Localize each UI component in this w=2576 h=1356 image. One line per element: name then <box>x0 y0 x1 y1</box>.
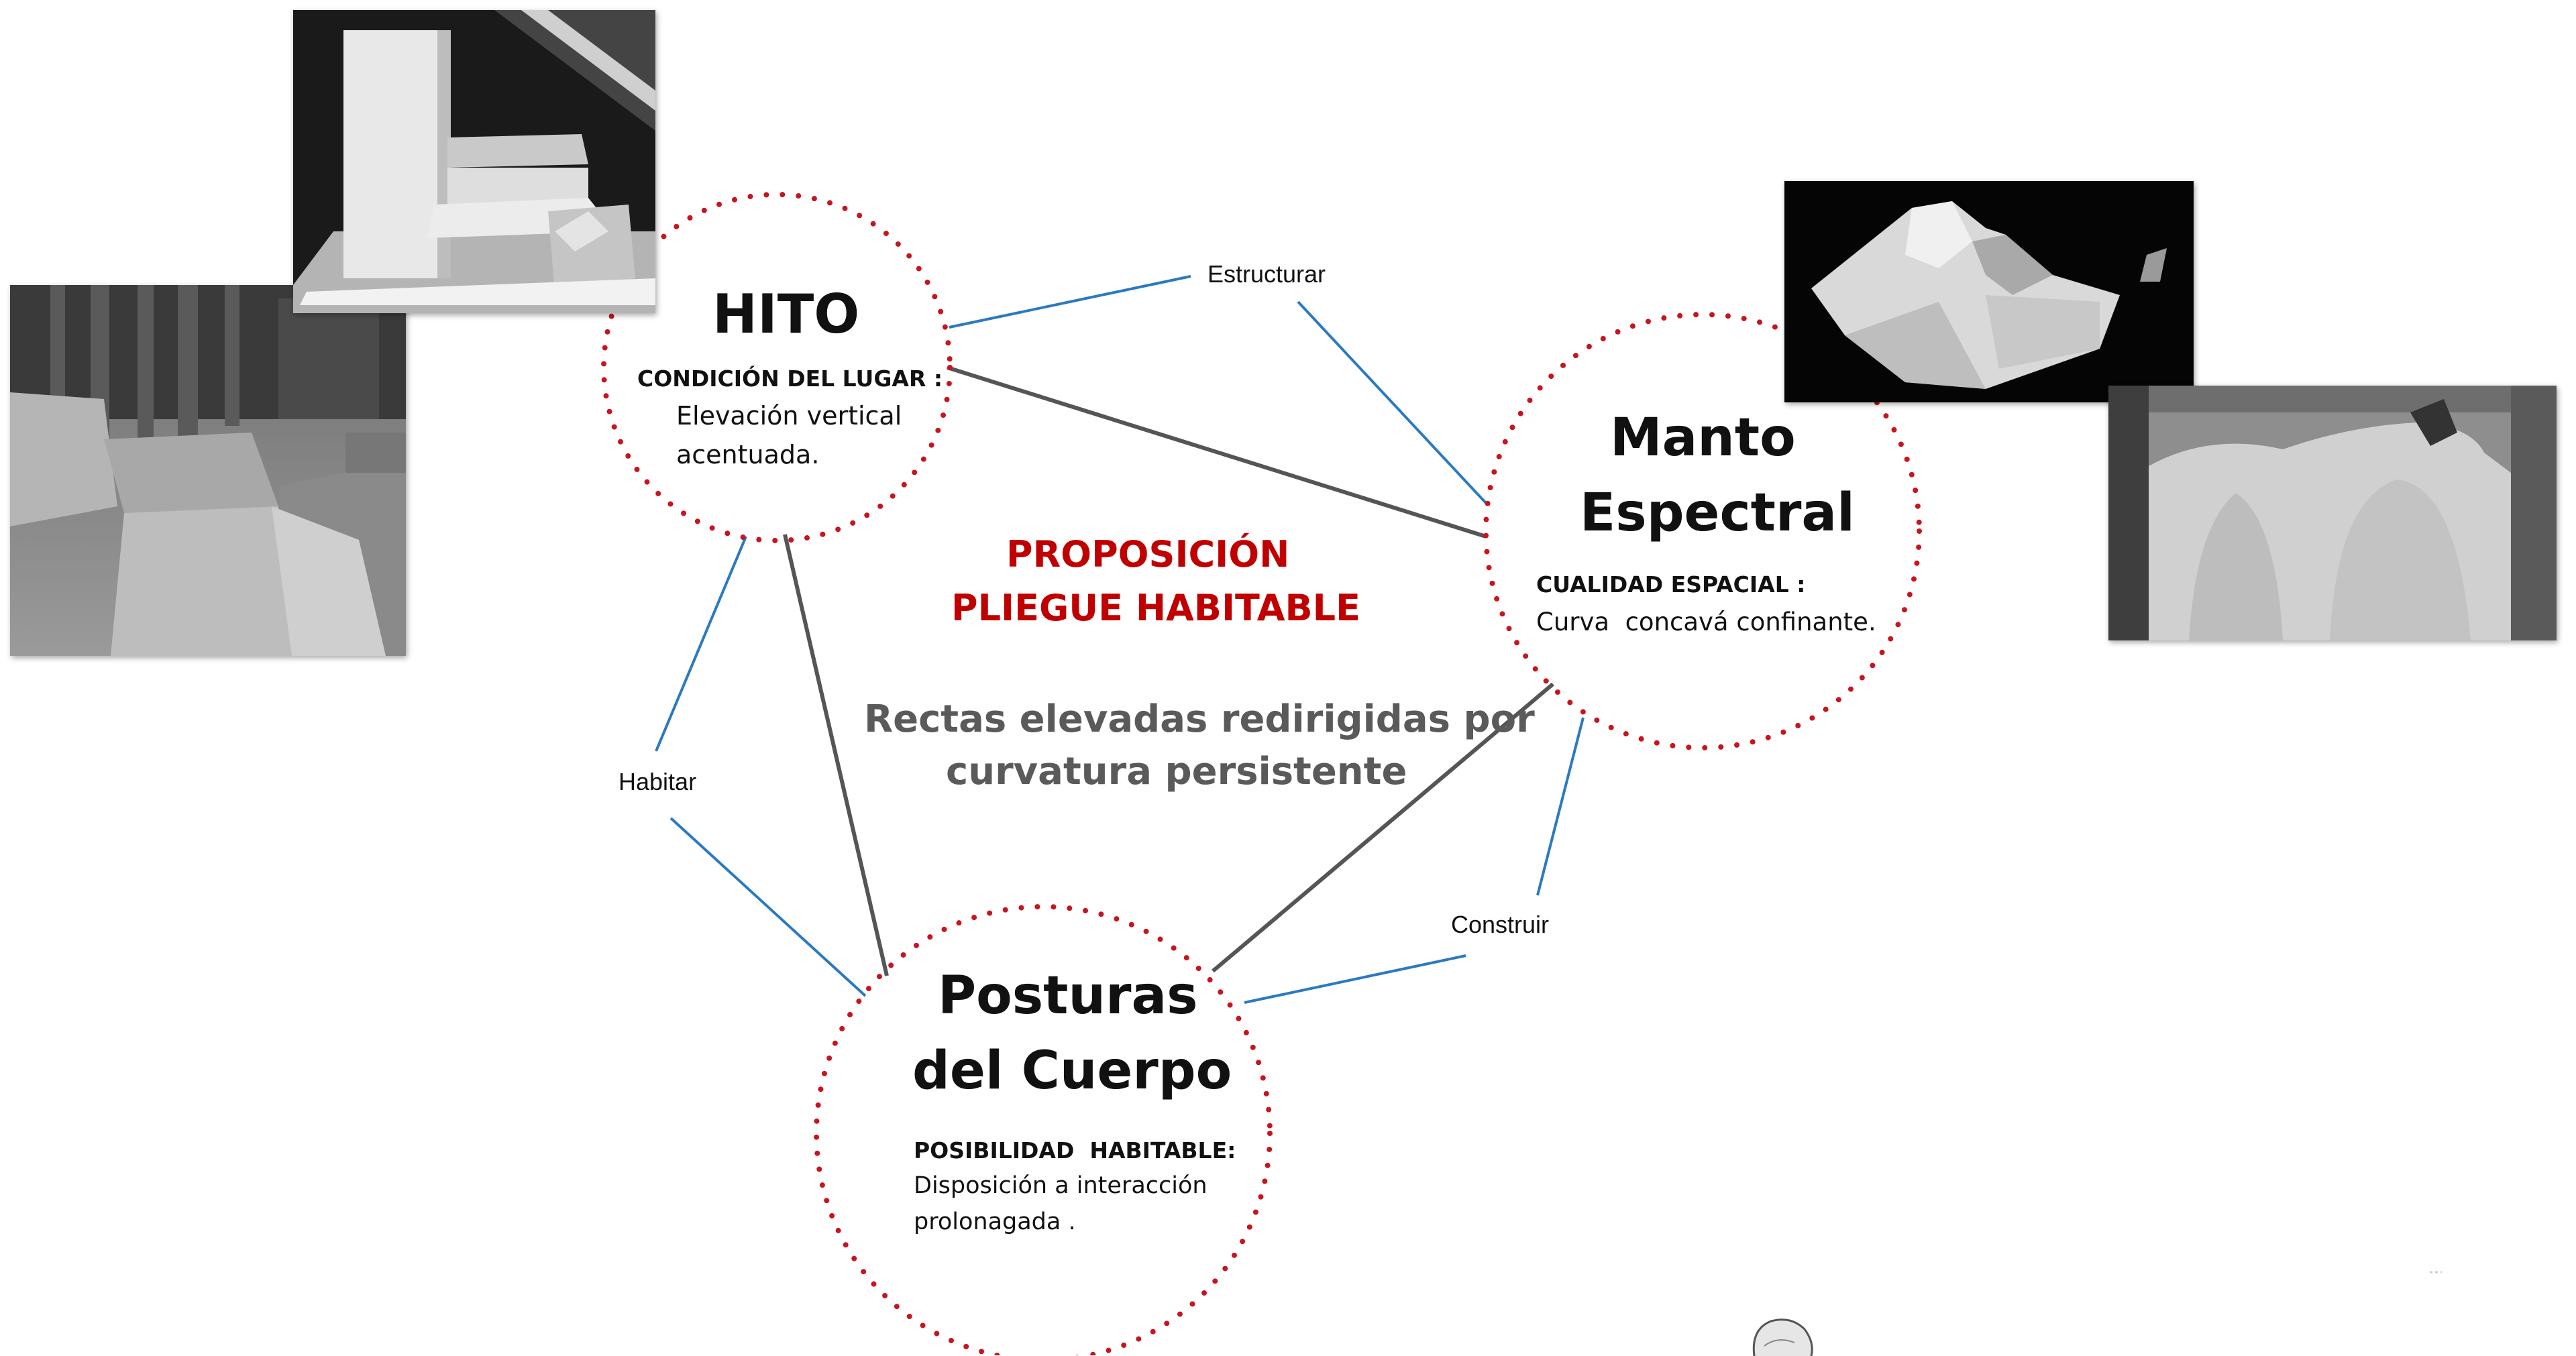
connector-hito-posturas <box>783 534 889 976</box>
sketch-mark <box>2430 1271 2442 1274</box>
connector-construir-posturas <box>1244 954 1466 1004</box>
photo-draped-sheet <box>2108 386 2557 640</box>
hito-subtitle: CONDICIÓN DEL LUGAR : <box>637 365 943 392</box>
posturas-title-line1: Posturas <box>938 966 1198 1026</box>
posturas-body-line2: prolonagada . <box>914 1208 1076 1235</box>
hito-body-line1: Elevación vertical <box>676 401 902 431</box>
connector-hito-habitar <box>655 536 747 752</box>
manto-title-line2: Espectral <box>1580 483 1855 543</box>
photo-white-model <box>293 10 655 313</box>
hito-circle <box>601 192 953 543</box>
sketch-figure-fragment <box>1752 1318 1813 1356</box>
proposition-tagline-line1: Rectas elevadas redirigidas por <box>864 697 1535 741</box>
edge-label-estructurar: Estructurar <box>1208 260 1326 288</box>
hito-title: HITO <box>712 283 860 345</box>
hito-body-line2: acentuada. <box>676 440 820 469</box>
photo-stone-step <box>10 285 406 656</box>
edge-label-habitar: Habitar <box>619 768 697 795</box>
posturas-circle <box>814 904 1273 1355</box>
proposition-heading-line1: PROPOSICIÓN <box>1006 533 1290 575</box>
connector-habitar-posturas <box>669 817 867 997</box>
proposition-tagline-line2: curvatura persistente <box>946 750 1407 793</box>
manto-circle <box>1483 312 1922 750</box>
manto-subtitle: CUALIDAD ESPACIAL : <box>1536 571 1806 598</box>
manto-title-line1: Manto <box>1610 408 1796 468</box>
posturas-body-line1: Disposición a interacción <box>914 1172 1208 1199</box>
edge-label-construir: Construir <box>1451 911 1550 938</box>
manto-body: Curva concavá confinante. <box>1536 608 1876 636</box>
connector-hito-manto <box>947 365 1487 539</box>
posturas-title-line2: del Cuerpo <box>912 1041 1232 1101</box>
photo-fabric-mountain <box>1784 181 2194 402</box>
connector-manto-posturas <box>1212 682 1554 973</box>
connector-hito-estructurar <box>949 275 1191 329</box>
proposition-heading-line2: PLIEGUE HABITABLE <box>951 587 1360 629</box>
connector-manto-construir <box>1536 717 1585 896</box>
posturas-subtitle: POSIBILIDAD HABITABLE: <box>914 1137 1236 1164</box>
connector-estructurar-manto <box>1297 300 1487 504</box>
